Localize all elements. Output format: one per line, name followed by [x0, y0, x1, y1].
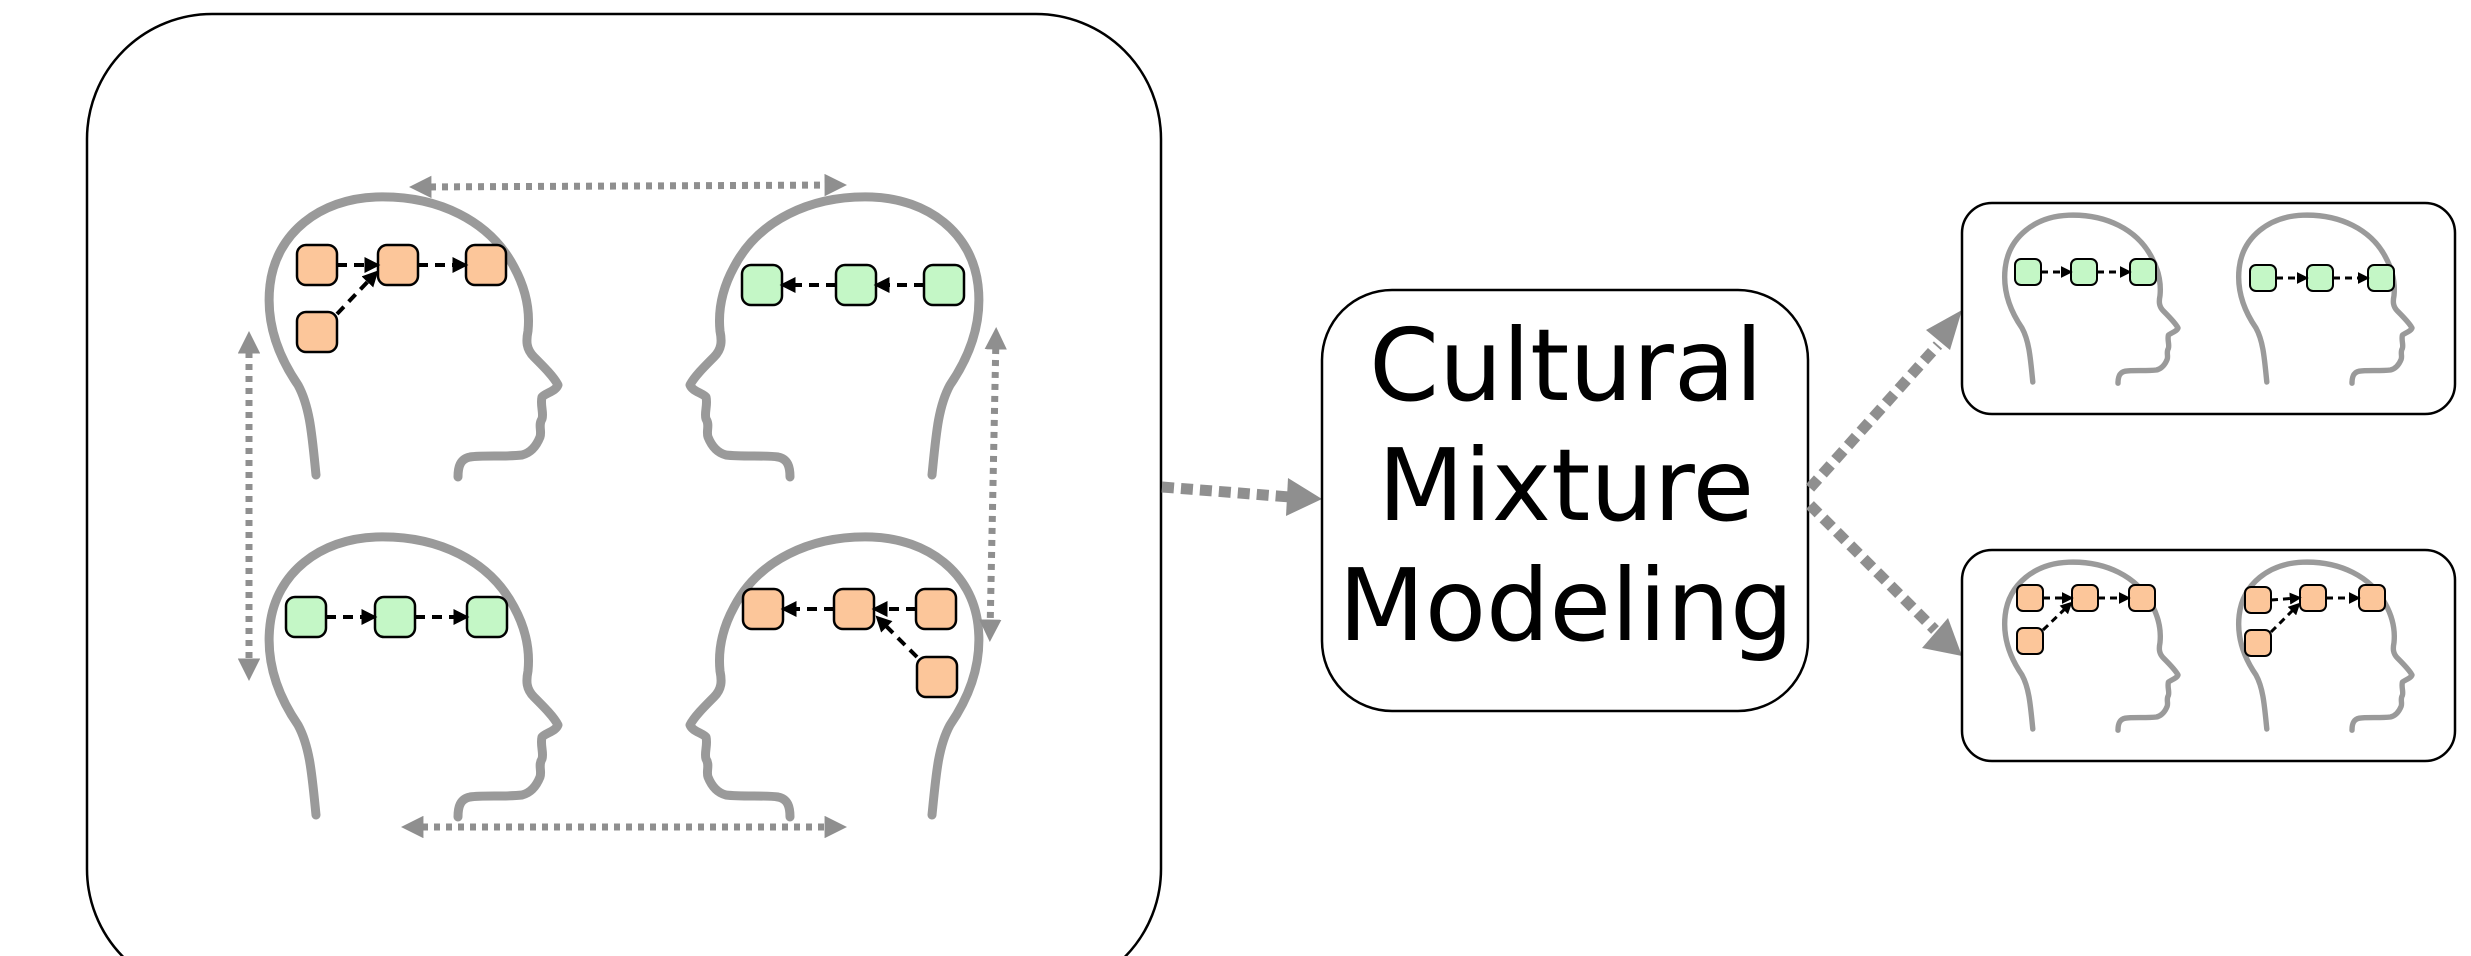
population-panel	[85, 12, 1163, 956]
model-label-line-2: Mixture	[1378, 427, 1754, 544]
arrowhead	[1922, 618, 1962, 656]
model-label-line-3: Modeling	[1339, 547, 1794, 664]
concept-link-arrow	[2270, 592, 2302, 605]
concept-node	[2299, 584, 2327, 612]
concept-graph-top-right	[740, 263, 966, 307]
cluster-box-orange	[1960, 548, 2457, 763]
concept-node	[2016, 584, 2044, 612]
concept-links-small	[2041, 266, 2370, 284]
cluster-box-border	[1960, 548, 2457, 763]
concept-node	[2071, 584, 2099, 612]
concept-link-arrow	[2041, 601, 2073, 632]
arrowhead	[1286, 478, 1322, 516]
concept-links-top-left	[335, 257, 469, 316]
concept-links-small	[2041, 592, 2361, 634]
concept-node	[741, 587, 785, 631]
concept-node	[914, 587, 958, 631]
dotted-arrow-icon	[1161, 481, 1291, 503]
concept-node	[2244, 586, 2272, 614]
concept-node	[2070, 258, 2098, 286]
concept-node	[2306, 264, 2334, 292]
concept-node	[2358, 584, 2386, 612]
input-arrow	[1161, 478, 1322, 516]
concept-node	[2367, 264, 2395, 292]
concept-node	[373, 595, 417, 639]
concept-node	[2014, 258, 2042, 286]
concept-node	[915, 655, 959, 699]
concept-link-arrow	[335, 270, 379, 316]
concept-graph-bottom-left	[284, 595, 509, 639]
concept-node	[2244, 629, 2272, 657]
concept-node	[295, 310, 339, 354]
concept-link-arrow	[875, 615, 919, 659]
dotted-arrow-icon	[1806, 501, 1939, 634]
concept-node	[464, 243, 508, 287]
cluster-box-green	[1960, 201, 2457, 416]
concept-node	[922, 263, 966, 307]
concept-node	[740, 263, 784, 307]
model-box-border	[1320, 288, 1810, 713]
concept-link-arrow	[2269, 602, 2301, 634]
concept-node	[2249, 264, 2277, 292]
concept-node	[834, 263, 878, 307]
concept-node	[2129, 258, 2157, 286]
cluster-box-border	[1960, 201, 2457, 416]
interaction-arrows	[237, 173, 1007, 839]
concept-node	[295, 243, 339, 287]
concept-graph-top-left	[295, 243, 508, 354]
cultural-mixture-modeling-box: Cultural Mixture Modeling	[1320, 288, 1810, 713]
model-label-line-1: Cultural	[1369, 307, 1763, 424]
dotted-arrow-icon	[979, 327, 1007, 642]
concept-graph-small	[2016, 584, 2386, 657]
concept-node	[2016, 627, 2044, 655]
arrowhead	[1926, 310, 1962, 350]
dotted-arrow-icon	[1805, 341, 1943, 492]
output-arrows	[1805, 310, 1962, 656]
concept-links-bottom-right	[780, 601, 919, 659]
concept-node	[2128, 584, 2156, 612]
concept-node	[376, 243, 420, 287]
concept-node	[832, 587, 876, 631]
dotted-arrow-icon	[409, 173, 847, 199]
concept-node	[465, 595, 509, 639]
concept-node	[284, 595, 328, 639]
